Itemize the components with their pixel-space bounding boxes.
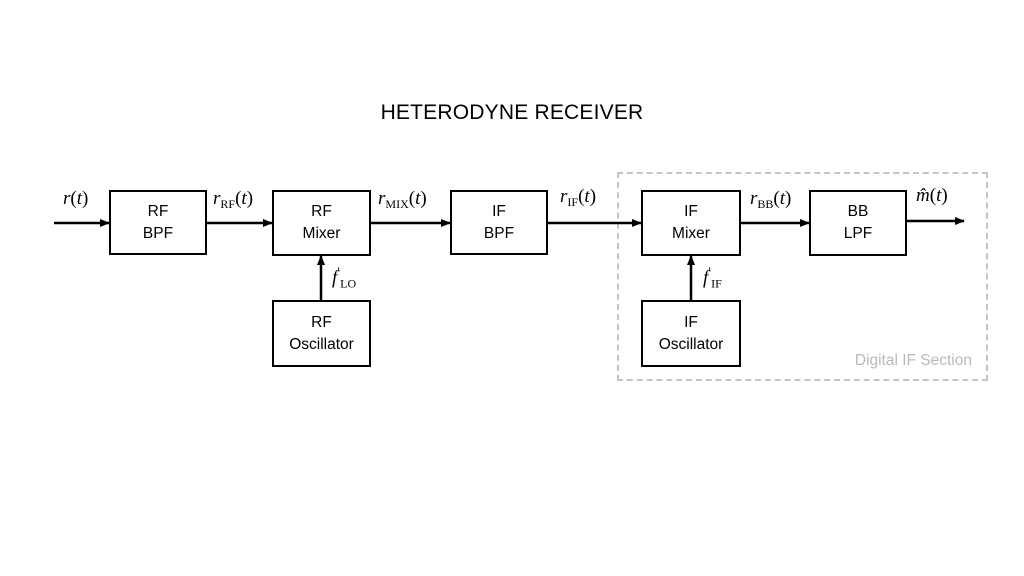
if-mixer-line2: Mixer <box>672 225 710 242</box>
rf-oscillator-line2: Oscillator <box>289 335 354 353</box>
rf-bpf-line2: BPF <box>142 224 174 242</box>
rf-mixer-line1: RF <box>311 203 332 220</box>
signal-label-lo-freq: f′LO <box>332 264 357 291</box>
signal-label-input: r(t) <box>63 188 89 209</box>
signal-label-if-out: rIF(t) <box>560 186 597 209</box>
bb-lpf-line2: LPF <box>843 225 873 242</box>
signal-label-output: m̂(t) <box>916 185 948 206</box>
if-mixer-line1: IF <box>684 203 698 220</box>
digital-if-section-boundary: Digital IF Section <box>617 172 988 381</box>
rf-bpf-line1: RF <box>147 202 169 220</box>
rf-oscillator-line1: RF <box>311 313 332 331</box>
rf-bpf-block: RF BPF <box>109 190 207 255</box>
rf-mixer-block: RF Mixer <box>272 190 371 256</box>
bb-lpf-line1: BB <box>847 203 869 220</box>
if-oscillator-block: IF Oscillator <box>641 300 741 367</box>
signal-label-if-freq: f′IF <box>703 264 722 291</box>
if-oscillator-line1: IF <box>684 313 698 331</box>
diagram-title: HETERODYNE RECEIVER <box>380 101 644 124</box>
digital-if-section-label: Digital IF Section <box>854 352 972 369</box>
if-bpf-line2: BPF <box>483 224 515 242</box>
rf-mixer-line2: Mixer <box>302 225 341 242</box>
if-bpf-line1: IF <box>492 202 506 220</box>
signal-label-rf-out: rRF(t) <box>213 188 254 211</box>
if-oscillator-line2: Oscillator <box>658 335 724 353</box>
signal-label-bb-out: rBB(t) <box>750 188 792 211</box>
rf-oscillator-block: RF Oscillator <box>272 300 371 367</box>
if-bpf-block: IF BPF <box>450 190 548 255</box>
if-mixer-block: IF Mixer <box>641 190 741 256</box>
bb-lpf-block: BB LPF <box>809 190 907 256</box>
signal-label-mix-out: rMIX(t) <box>378 188 427 211</box>
